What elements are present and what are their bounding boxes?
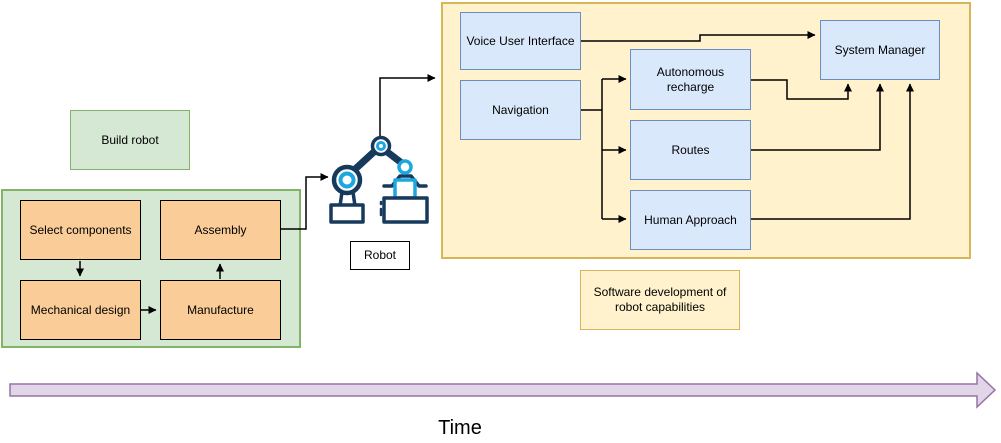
assembly-node: Assembly [160,200,281,260]
manufacture-node: Manufacture [160,280,281,340]
navigation-node: Navigation [460,80,581,140]
mechanical-design-node: Mechanical design [20,280,141,340]
autonomous-recharge-node: Autonomous recharge [630,49,751,110]
system-manager-node: System Manager [820,20,940,80]
build-robot-title-box: Build robot [70,110,190,170]
timeline-arrow [9,371,997,409]
software-phase-caption: Software development of robot capabiliti… [580,270,740,330]
robot-arm-icon [329,135,429,224]
timeline-label: Time [438,416,482,439]
routes-node: Routes [630,120,751,180]
edge-robot-to-software [379,74,436,140]
voice-user-interface-node: Voice User Interface [460,12,581,70]
select-components-node: Select components [20,200,141,260]
human-approach-node: Human Approach [630,190,751,250]
robot-label-box: Robot [350,241,410,270]
